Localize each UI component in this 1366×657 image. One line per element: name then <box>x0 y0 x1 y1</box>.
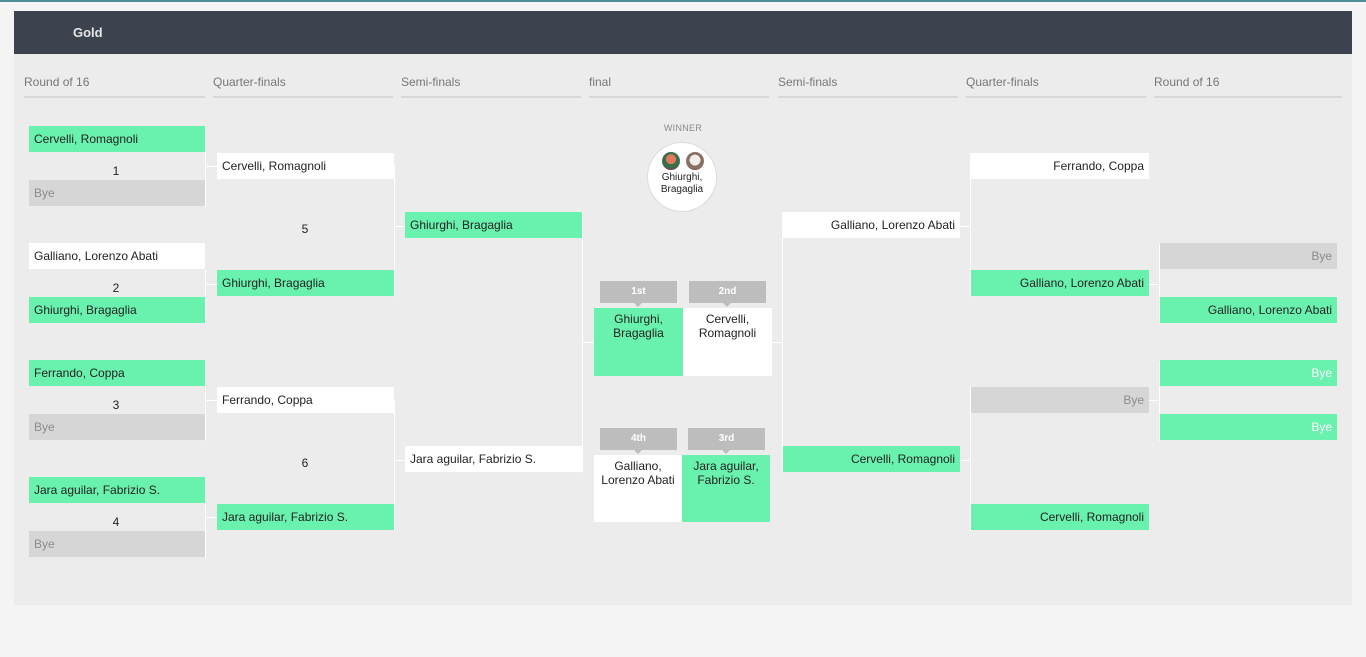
left-r16-slot-1[interactable]: Cervelli, Romagnoli <box>29 126 205 152</box>
left-r16-slot-3[interactable]: Galliano, Lorenzo Abati <box>29 243 205 269</box>
match-number: 1 <box>112 164 120 178</box>
connector-line <box>1149 400 1160 401</box>
match-number: 5 <box>301 222 309 236</box>
connector-line <box>771 342 783 343</box>
winner-label: WINNER <box>663 123 703 133</box>
column-heading-quarter-finals-left: Quarter-finals <box>213 74 393 98</box>
right-qf-slot-1[interactable]: Ferrando, Coppa <box>971 153 1149 179</box>
right-sf-slot-2[interactable]: Cervelli, Romagnoli <box>783 446 960 472</box>
right-qf-slot-3[interactable]: Bye <box>971 387 1149 413</box>
connector-line <box>205 400 217 401</box>
column-heading-round-of-16-right: Round of 16 <box>1154 74 1342 98</box>
connector-line <box>582 342 594 343</box>
bracket-title: Gold <box>73 25 103 40</box>
top-accent-line <box>0 0 1366 2</box>
right-qf-slot-2[interactable]: Galliano, Lorenzo Abati <box>971 270 1149 296</box>
right-qf-slot-4[interactable]: Cervelli, Romagnoli <box>971 504 1149 530</box>
place-tag-2nd: 2nd <box>689 281 766 307</box>
connector-line <box>205 166 217 167</box>
match-number: 3 <box>112 398 120 412</box>
connector-line <box>960 226 971 227</box>
connector-line <box>1159 361 1160 441</box>
right-r16-slot-1[interactable]: Bye <box>1160 243 1337 269</box>
right-r16-slot-3[interactable]: Bye <box>1160 360 1337 386</box>
place-box-2nd[interactable]: Cervelli, Romagnoli <box>683 308 772 376</box>
place-tag-4th: 4th <box>600 428 677 454</box>
left-sf-slot-1[interactable]: Ghiurghi, Bragaglia <box>405 212 582 238</box>
left-r16-slot-2[interactable]: Bye <box>29 180 205 206</box>
avatar <box>662 152 680 170</box>
match-number: 2 <box>112 281 120 295</box>
connector-line <box>394 400 395 531</box>
column-heading-semi-finals-right: Semi-finals <box>778 74 958 98</box>
left-qf-slot-3[interactable]: Ferrando, Coppa <box>217 387 394 413</box>
left-r16-slot-5[interactable]: Ferrando, Coppa <box>29 360 205 386</box>
left-r16-slot-4[interactable]: Ghiurghi, Bragaglia <box>29 297 205 323</box>
left-r16-slot-8[interactable]: Bye <box>29 531 205 557</box>
column-heading-final: final <box>589 74 769 98</box>
bracket-header: Gold <box>14 11 1352 54</box>
right-r16-slot-4[interactable]: Bye <box>1160 414 1337 440</box>
left-sf-slot-2[interactable]: Jara aguilar, Fabrizio S. <box>405 446 582 472</box>
place-box-3rd[interactable]: Jara aguilar, Fabrizio S. <box>682 455 770 522</box>
column-heading-semi-finals-left: Semi-finals <box>401 74 581 98</box>
connector-line <box>960 460 971 461</box>
column-heading-quarter-finals-right: Quarter-finals <box>966 74 1146 98</box>
connector-line <box>205 153 206 207</box>
place-box-1st[interactable]: Ghiurghi, Bragaglia <box>594 308 683 376</box>
right-r16-slot-2[interactable]: Galliano, Lorenzo Abati <box>1160 297 1337 323</box>
match-number: 6 <box>301 456 309 470</box>
place-box-4th[interactable]: Galliano, Lorenzo Abati <box>594 455 682 522</box>
connector-line <box>394 166 395 297</box>
avatar <box>686 152 704 170</box>
connector-line <box>205 517 217 518</box>
left-qf-slot-2[interactable]: Ghiurghi, Bragaglia <box>217 270 394 296</box>
right-sf-slot-1[interactable]: Galliano, Lorenzo Abati <box>783 212 960 238</box>
column-heading-round-of-16-left: Round of 16 <box>24 74 205 98</box>
winner-name: Ghiurghi, Bragaglia <box>660 172 704 195</box>
connector-line <box>970 153 971 297</box>
left-qf-slot-4[interactable]: Jara aguilar, Fabrizio S. <box>217 504 394 530</box>
connector-line <box>1149 284 1160 285</box>
connector-line <box>205 270 206 324</box>
winner-badge[interactable] <box>648 143 716 211</box>
place-tag-3rd: 3rd <box>688 428 765 454</box>
connector-line <box>394 226 406 227</box>
connector-line <box>205 284 217 285</box>
match-number: 4 <box>112 515 120 529</box>
connector-line <box>970 387 971 531</box>
connector-line <box>205 504 206 558</box>
connector-line <box>394 460 406 461</box>
left-r16-slot-6[interactable]: Bye <box>29 414 205 440</box>
left-qf-slot-1[interactable]: Cervelli, Romagnoli <box>217 153 394 179</box>
place-tag-1st: 1st <box>600 281 677 307</box>
left-r16-slot-7[interactable]: Jara aguilar, Fabrizio S. <box>29 477 205 503</box>
connector-line <box>205 387 206 441</box>
